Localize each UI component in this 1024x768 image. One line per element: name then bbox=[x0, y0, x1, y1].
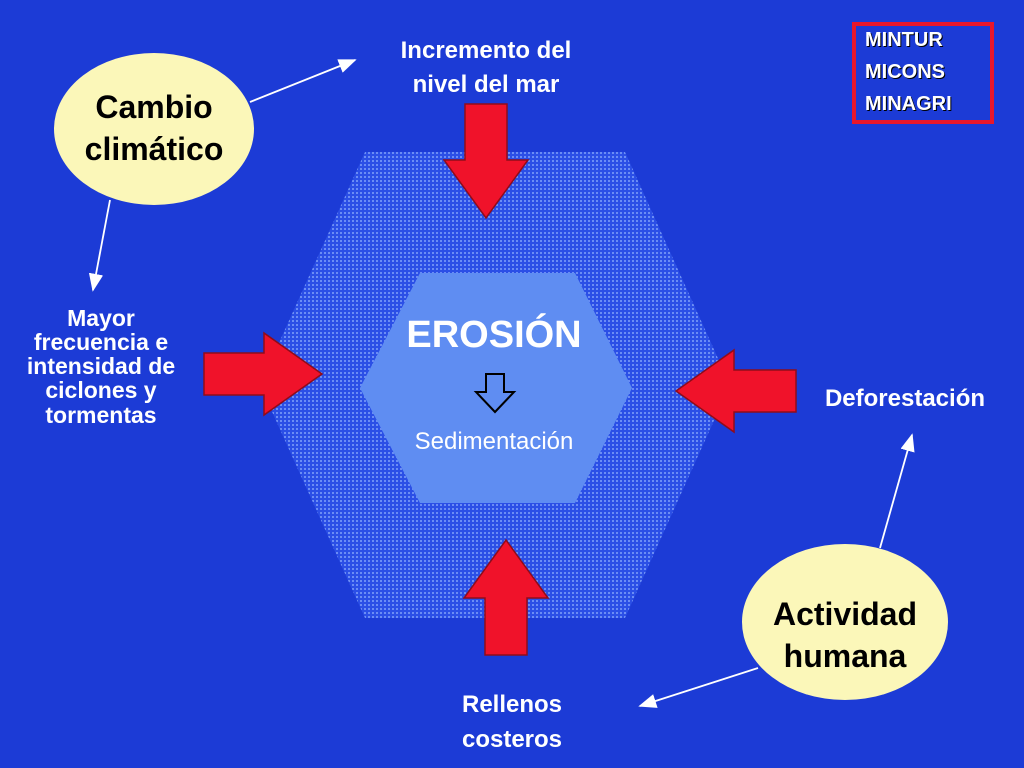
cause-sea-level-rise: Incremento del nivel del mar bbox=[400, 37, 572, 98]
arrow-bottom bbox=[462, 538, 550, 656]
sedimentation-label: Sedimentación bbox=[414, 428, 574, 455]
agency-box bbox=[852, 22, 994, 124]
connector-climate-to-sea-level bbox=[249, 59, 357, 103]
connector-human-to-deforestation bbox=[879, 433, 915, 549]
inner-hexagon bbox=[360, 273, 632, 503]
climate-change-label: Cambio climático bbox=[84, 89, 224, 167]
connector-climate-to-cyclones bbox=[88, 199, 111, 292]
arrow-left bbox=[203, 331, 324, 417]
hollow-down-arrow-icon bbox=[473, 373, 517, 414]
arrow-right bbox=[674, 348, 797, 434]
erosion-title: EROSIÓN bbox=[406, 314, 582, 356]
cause-deforestation: Deforestación bbox=[824, 385, 986, 412]
arrow-top bbox=[442, 103, 530, 220]
agency-micons: MICONS bbox=[865, 61, 945, 83]
agency-mintur: MINTUR bbox=[865, 29, 943, 51]
human-activity-label: Actividad humana bbox=[772, 596, 918, 674]
cause-cyclones-storms: Mayor frecuencia e intensidad de ciclone… bbox=[26, 305, 176, 428]
human-activity-oval bbox=[742, 544, 948, 700]
cause-coastal-fills: Rellenos costeros bbox=[461, 691, 563, 753]
climate-change-oval bbox=[54, 53, 254, 205]
agency-minagri: MINAGRI bbox=[865, 93, 952, 115]
connector-human-to-fills bbox=[638, 667, 759, 708]
